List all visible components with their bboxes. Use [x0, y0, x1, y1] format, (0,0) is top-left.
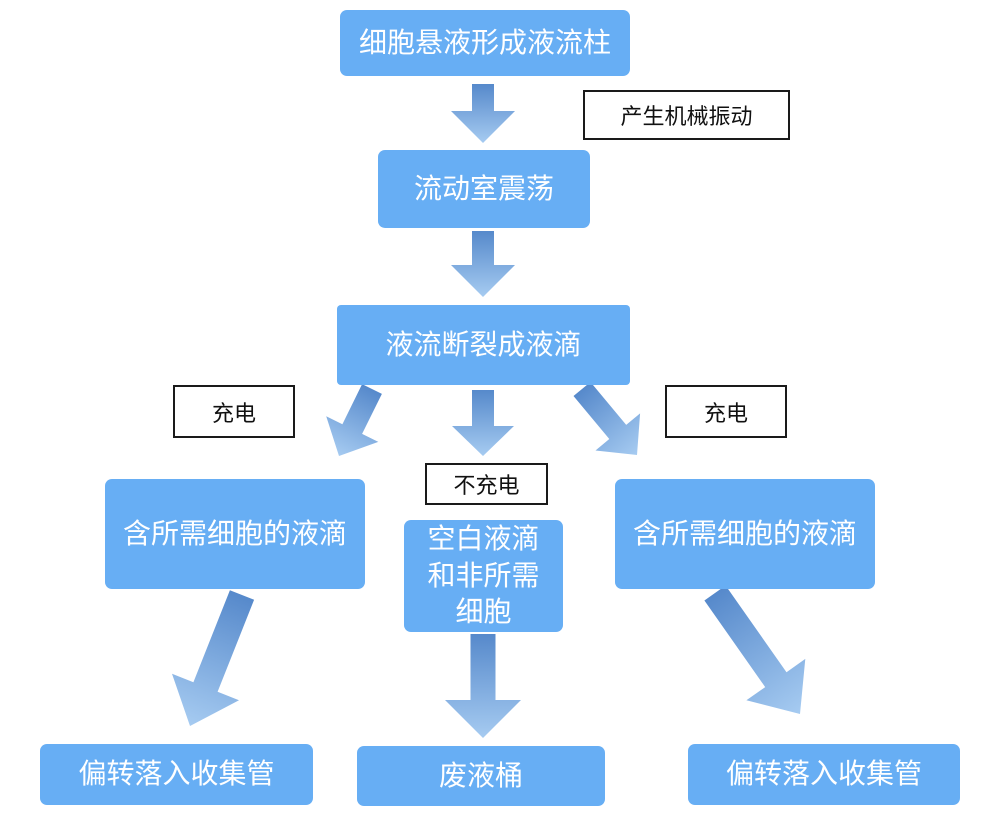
label-charge-right: 充电 — [665, 385, 787, 438]
node-collection-tube-right: 偏转落入收集管 — [688, 744, 960, 805]
arrow-middle-droplet-to-waste — [445, 634, 521, 738]
node-desired-cell-droplet-left: 含所需细胞的液滴 — [105, 479, 365, 589]
arrow-breakup-to-middle-droplet — [452, 390, 514, 456]
node-flow-chamber: 流动室震荡 — [378, 150, 590, 228]
arrow-breakup-to-right-droplet — [573, 382, 641, 455]
node-waste-bucket: 废液桶 — [357, 746, 605, 806]
node-desired-cell-droplet-right: 含所需细胞的液滴 — [615, 479, 875, 589]
node-cell-suspension: 细胞悬液形成液流柱 — [340, 10, 630, 76]
arrow-cell-suspension-to-flow-chamber — [451, 84, 515, 143]
arrow-breakup-to-left-droplet — [326, 384, 382, 456]
node-collection-tube-left: 偏转落入收集管 — [40, 744, 313, 805]
node-blank-droplet: 空白液滴 和非所需 细胞 — [404, 520, 563, 632]
label-mechanical-vibration: 产生机械振动 — [583, 90, 790, 140]
arrow-flow-chamber-to-breakup — [451, 231, 515, 297]
label-no-charge: 不充电 — [425, 463, 548, 505]
node-stream-breakup: 液流断裂成液滴 — [337, 305, 630, 385]
arrow-right-droplet-to-collection — [704, 585, 806, 714]
arrow-left-droplet-to-collection — [172, 590, 255, 726]
label-charge-left: 充电 — [173, 385, 295, 438]
